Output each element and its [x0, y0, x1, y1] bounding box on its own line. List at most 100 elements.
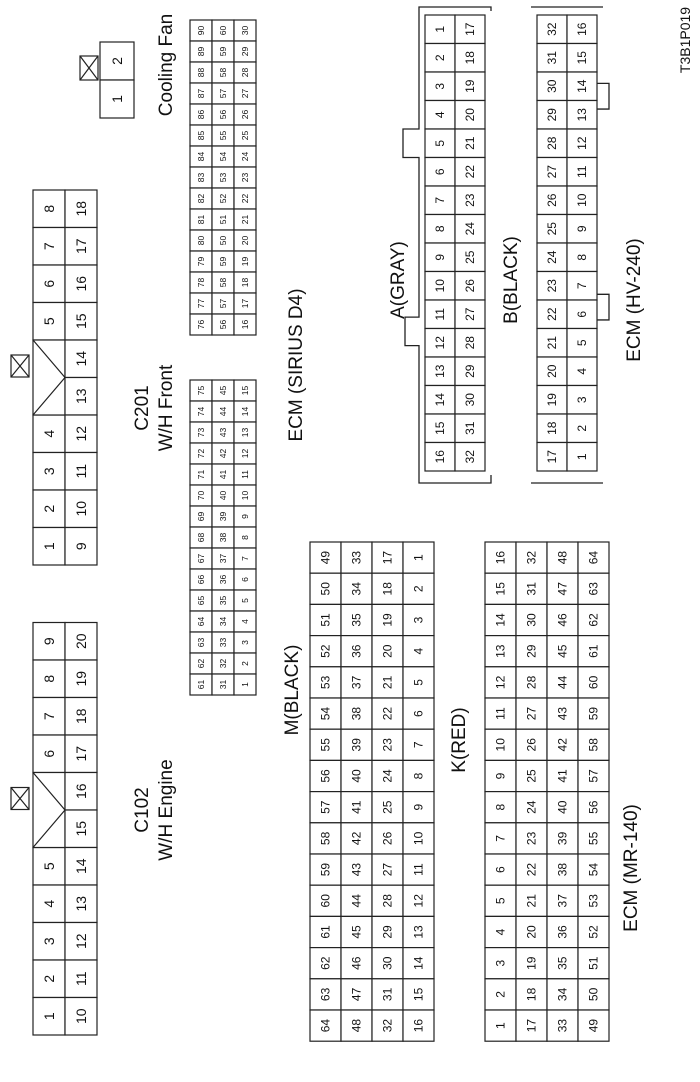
c102-pin-label: 4	[41, 900, 57, 908]
m-black-label: M(BLACK)	[282, 645, 303, 736]
k-red-pin-label: 21	[525, 894, 539, 908]
a-gray-pin-label: 25	[463, 250, 477, 264]
ecm-sirius-pin-label: 11	[240, 470, 250, 479]
c201-title-group: C201 W/H Front	[132, 364, 177, 451]
b-black-cell	[566, 71, 598, 102]
ecm-sirius-pin-label: 20	[240, 236, 250, 246]
c102-cell	[64, 734, 98, 774]
a-gray-cell	[424, 242, 456, 273]
k-red-pin-label: 37	[556, 894, 570, 908]
m-black-pin-label: 30	[381, 956, 395, 970]
ecm-sirius-pin-label: 78	[196, 278, 206, 288]
ecm-sirius-pin-label: 32	[218, 659, 228, 669]
ecm-sirius-pin-label: 23	[240, 173, 250, 183]
m-black-pin-label: 12	[412, 894, 426, 908]
m-black-cell	[309, 603, 342, 637]
c102-cell	[64, 921, 98, 961]
ecm-sirius-pin-label: 25	[240, 131, 250, 141]
ecm-sirius-connector: 7574737271706968676665646362614544434241…	[189, 19, 257, 696]
m-black-pin-label: 34	[350, 582, 364, 596]
m-black-pin-label: 59	[319, 863, 333, 877]
figure-code-label: T3B1P019	[677, 7, 693, 73]
m-black-cell	[340, 790, 373, 824]
ecm-sirius-pin-label: 21	[240, 215, 250, 225]
k-red-pin-label: 57	[587, 769, 601, 783]
m-black-cell	[371, 790, 404, 824]
ecm-sirius-pin-label: 43	[218, 428, 228, 438]
b-black-label: B(BLACK)	[501, 236, 522, 324]
c102-cell	[64, 621, 98, 661]
a-gray-cell	[454, 299, 486, 330]
k-red-pin-label: 31	[525, 582, 539, 596]
ecm-mr140-label: ECM (MR-140)	[621, 804, 642, 932]
m-black-pin-label: 43	[350, 863, 364, 877]
k-red-cell	[484, 603, 517, 637]
c201-lock-icon-cross	[10, 354, 30, 378]
b-black-cell	[536, 71, 568, 102]
ecm-sirius-pin-label: 2	[240, 661, 250, 666]
k-red-cell	[577, 1009, 610, 1042]
m-black-cell	[371, 853, 404, 886]
m-black-pin-label: 2	[412, 585, 426, 592]
ecm-sirius-pin-label: 51	[218, 215, 228, 225]
m-black-pin-label: 48	[350, 1019, 364, 1033]
a-gray-pin-label: 5	[433, 140, 447, 147]
k-red-pin-label: 45	[556, 644, 570, 658]
m-black-pin-label: 1	[412, 554, 426, 561]
m-black-pin-label: 46	[350, 956, 364, 970]
m-black-pin-label: 55	[319, 738, 333, 752]
m-black-pin-label: 27	[381, 863, 395, 877]
c102-pin-label: 8	[41, 675, 57, 683]
k-red-pin-label: 5	[494, 897, 508, 904]
k-red-cell	[577, 822, 610, 855]
k-red-pin-label: 46	[556, 613, 570, 627]
k-red-cell	[484, 634, 517, 668]
k-red-pin-label: 14	[494, 613, 508, 627]
m-black-pin-label: 60	[319, 894, 333, 908]
a-gray-pin-label: 7	[433, 197, 447, 204]
k-red-cell	[546, 853, 579, 886]
k-red-pin-label: 20	[525, 925, 539, 939]
k-red-pin-label: 42	[556, 738, 570, 752]
ecm-sirius-pin-label: 74	[196, 407, 206, 417]
ecm-sirius-pin-label: 82	[196, 194, 206, 204]
c201-pin-label: 11	[73, 464, 89, 479]
m-black-cell	[402, 946, 435, 980]
k-red-pin-label: 29	[525, 644, 539, 658]
m-black-cell	[402, 666, 435, 699]
k-red-pin-label: 10	[494, 738, 508, 752]
m-black-cell	[371, 572, 404, 606]
c102-pin-label: 2	[41, 975, 57, 983]
ecm-sirius-pin-label: 33	[218, 638, 228, 648]
k-red-cell	[577, 634, 610, 668]
ecm-sirius-pin-label: 57	[218, 299, 228, 309]
ecm-mr140-connector: 4950515253545556575859606162636433343536…	[309, 541, 610, 1042]
m-black-pin-label: 32	[381, 1019, 395, 1033]
m-black-cell	[309, 572, 342, 606]
ecm-sirius-pin-label: 41	[218, 470, 228, 480]
b-black-pin-label: 16	[575, 22, 589, 36]
c102-cell	[64, 959, 98, 999]
c201-cell	[64, 376, 98, 416]
b-black-pin-label: 6	[575, 311, 589, 318]
a-gray-pin-label: 26	[463, 279, 477, 293]
b-black-pin-label: 2	[575, 425, 589, 432]
c102-cell	[32, 621, 66, 661]
ecm-sirius-pin-label: 59	[218, 47, 228, 57]
ecm-sirius-pin-label: 29	[240, 47, 250, 57]
m-black-pin-label: 15	[412, 987, 426, 1001]
ecm-sirius-pin-label: 89	[196, 47, 206, 57]
k-red-pin-label: 22	[525, 863, 539, 877]
k-red-cell	[577, 946, 610, 980]
k-red-pin-label: 55	[587, 831, 601, 845]
ecm-sirius-pin-label: 26	[240, 110, 250, 120]
a-gray-pin-label: 21	[463, 136, 477, 150]
m-black-cell	[402, 853, 435, 886]
b-black-cell	[566, 327, 598, 358]
c102-pin-label: 6	[41, 750, 57, 758]
m-black-cell	[402, 884, 435, 918]
b-black-pin-label: 12	[575, 136, 589, 150]
m-black-pin-label: 61	[319, 925, 333, 939]
ecm-sirius-pin-label: 14	[240, 407, 250, 417]
ecm-sirius-pin-label: 35	[218, 596, 228, 606]
